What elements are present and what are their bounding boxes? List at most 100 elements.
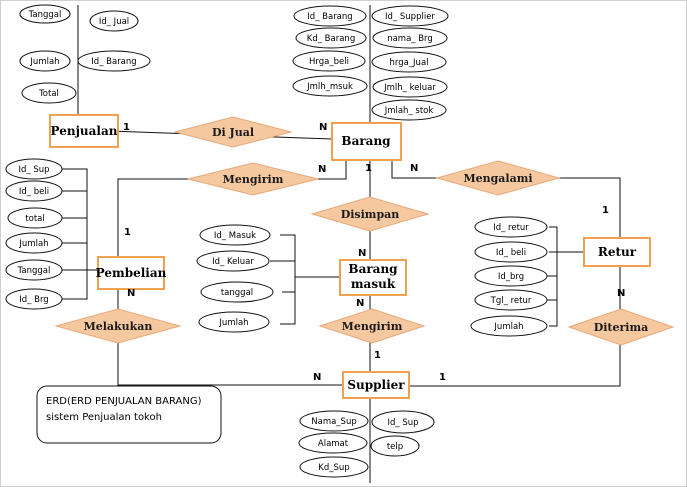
penjualan-attributes: Tanggal Id_ Jual Jumlah Id_ Barang Total (19, 4, 151, 104)
attr-jmlah-stok: Jmlah_ stok (371, 99, 447, 121)
attr-tgl-retur: Tgl_ retur (474, 289, 548, 311)
svg-text:hrga_Jual: hrga_Jual (389, 58, 428, 68)
attr-jumlah: Jumlah (5, 232, 63, 254)
card-dijual-barang: N (319, 122, 327, 133)
card-mengalami-retur: 1 (602, 205, 609, 216)
svg-text:Diterima: Diterima (594, 321, 649, 334)
svg-text:tanggal: tanggal (221, 288, 253, 298)
card-disimpan-barangmasuk: N (358, 248, 366, 259)
entity-pembelian: Pembelian (96, 256, 167, 290)
attr-kd-sup: Kd_Sup (299, 456, 369, 478)
svg-text:Melakukan: Melakukan (84, 320, 153, 333)
svg-text:Jumlah: Jumlah (29, 57, 59, 67)
card-retur-diterima: N (617, 288, 625, 299)
svg-text:Tanggal: Tanggal (28, 10, 62, 20)
attr-jumlah: Jumlah (470, 315, 548, 337)
svg-text:Mengirim: Mengirim (223, 173, 284, 186)
card-penjualan-dijual: 1 (123, 122, 130, 133)
svg-text:Id_ Keluar: Id_ Keluar (212, 257, 254, 267)
svg-text:Jmlah_ stok: Jmlah_ stok (384, 106, 434, 116)
relationship-di-jual: Di Jual (173, 116, 293, 148)
attr-total: Total (21, 82, 77, 104)
attr-id-masuk: Id_ Masuk (199, 224, 271, 246)
note-subtitle: sistem Penjualan tokoh (46, 412, 162, 423)
attr-jumlah: Jumlah (198, 311, 270, 333)
entity-supplier: Supplier (342, 371, 410, 399)
card-mengirim-supplier: 1 (374, 350, 381, 361)
supplier-attributes: Nama_Sup Alamat Kd_Sup Id_ Sup telp (298, 410, 435, 478)
attr-hrga-beli: Hrga_beli (292, 50, 366, 72)
svg-text:Di Jual: Di Jual (212, 126, 254, 139)
cardinality-labels: 1 N N 1 N 1 1 N N 1 N N 1 N (123, 122, 625, 383)
svg-text:Id_ Brg: Id_ Brg (19, 295, 48, 305)
svg-text:Jmlh_ keluar: Jmlh_ keluar (383, 83, 436, 93)
svg-text:telp: telp (387, 442, 403, 452)
svg-text:Id_ Jual: Id_ Jual (99, 17, 129, 27)
svg-text:Id_ beli: Id_ beli (496, 248, 526, 258)
svg-text:Penjualan: Penjualan (51, 124, 118, 138)
note-title: ERD(ERD PENJUALAN BARANG) (46, 396, 202, 407)
attr-id-supplier: Id_ Supplier (371, 5, 449, 27)
relationship-diterima: Diterima (567, 308, 675, 346)
attr-id-beli: Id_ beli (5, 180, 63, 202)
entity-retur: Retur (583, 237, 651, 267)
svg-text:Supplier: Supplier (347, 378, 405, 392)
attr-id-sup: Id_ Sup (371, 410, 435, 434)
svg-text:Tanggal: Tanggal (17, 266, 51, 276)
svg-text:Retur: Retur (598, 245, 637, 259)
card-barang-mengalami: N (410, 163, 418, 174)
svg-text:Id_ Masuk: Id_ Masuk (214, 231, 256, 241)
attr-jumlah: Jumlah (19, 50, 71, 72)
attr-tanggal: tanggal (200, 281, 274, 303)
relationship-mengirim-bottom: Mengirim (318, 308, 426, 344)
svg-text:Jumlah: Jumlah (218, 318, 248, 328)
svg-text:masuk: masuk (351, 277, 396, 291)
svg-text:Id_ Supplier: Id_ Supplier (385, 12, 435, 22)
attr-id-barang: Id_ Barang (77, 50, 151, 72)
card-supplier-diterima: 1 (439, 372, 446, 383)
attr-id-sup: Id_ Sup (5, 158, 63, 180)
svg-text:Id_ beli: Id_ beli (19, 187, 49, 197)
svg-text:nama_ Brg: nama_ Brg (387, 34, 433, 44)
svg-text:Jumlah: Jumlah (18, 239, 48, 249)
attr-id-retur: Id_ retur (474, 216, 548, 238)
attr-telp: telp (370, 435, 420, 457)
barang-attributes: Id_ Barang Kd_ Barang Hrga_beli Jmlh_msu… (292, 5, 449, 121)
svg-text:Disimpan: Disimpan (341, 208, 400, 221)
attr-id-brg: Id_ Brg (5, 288, 63, 310)
entity-barang-masuk: Barang masuk (339, 259, 407, 296)
svg-text:Jmlh_msuk: Jmlh_msuk (306, 82, 353, 92)
svg-text:Jumlah: Jumlah (493, 322, 523, 332)
attr-id-jual: Id_ Jual (89, 10, 139, 32)
attr-jmlh-msuk: Jmlh_msuk (292, 75, 368, 97)
svg-text:Alamat: Alamat (318, 439, 349, 449)
svg-text:Total: Total (38, 89, 59, 99)
card-barang-disimpan: 1 (365, 163, 372, 174)
svg-text:total: total (25, 214, 44, 224)
svg-text:Id_brg: Id_brg (498, 272, 524, 282)
card-mengirim-pembelian: 1 (124, 227, 131, 238)
attr-alamat: Alamat (298, 432, 368, 454)
attr-tanggal: Tanggal (19, 4, 71, 24)
entity-barang: Barang (331, 122, 402, 161)
svg-text:Id_ Sup: Id_ Sup (18, 165, 49, 175)
retur-attributes: Id_ retur Id_ beli Id_brg Tgl_ retur Jum… (470, 216, 548, 337)
attr-tanggal: Tanggal (5, 259, 63, 281)
relationship-mengalami: Mengalami (435, 160, 561, 196)
svg-text:Mengalami: Mengalami (463, 172, 532, 185)
attr-hrga-jual: hrga_Jual (371, 51, 447, 73)
attr-id-brg: Id_brg (474, 265, 548, 287)
svg-text:Id_ Barang: Id_ Barang (307, 12, 352, 22)
svg-text:Kd_Sup: Kd_Sup (318, 463, 349, 473)
card-barangmasuk-mengirim: N (356, 298, 364, 309)
svg-text:Barang: Barang (348, 262, 398, 276)
svg-text:Id_ Barang: Id_ Barang (91, 57, 136, 67)
attr-id-barang: Id_ Barang (293, 5, 367, 27)
svg-text:Mengirim: Mengirim (342, 320, 403, 333)
barang-masuk-attributes: Id_ Masuk Id_ Keluar tanggal Jumlah (196, 224, 274, 333)
card-melakukan-supplier: N (313, 372, 321, 383)
svg-text:Barang: Barang (341, 134, 391, 148)
attr-jmlh-keluar: Jmlh_ keluar (372, 76, 448, 98)
pembelian-attributes: Id_ Sup Id_ beli total Jumlah Tanggal Id… (5, 158, 63, 310)
